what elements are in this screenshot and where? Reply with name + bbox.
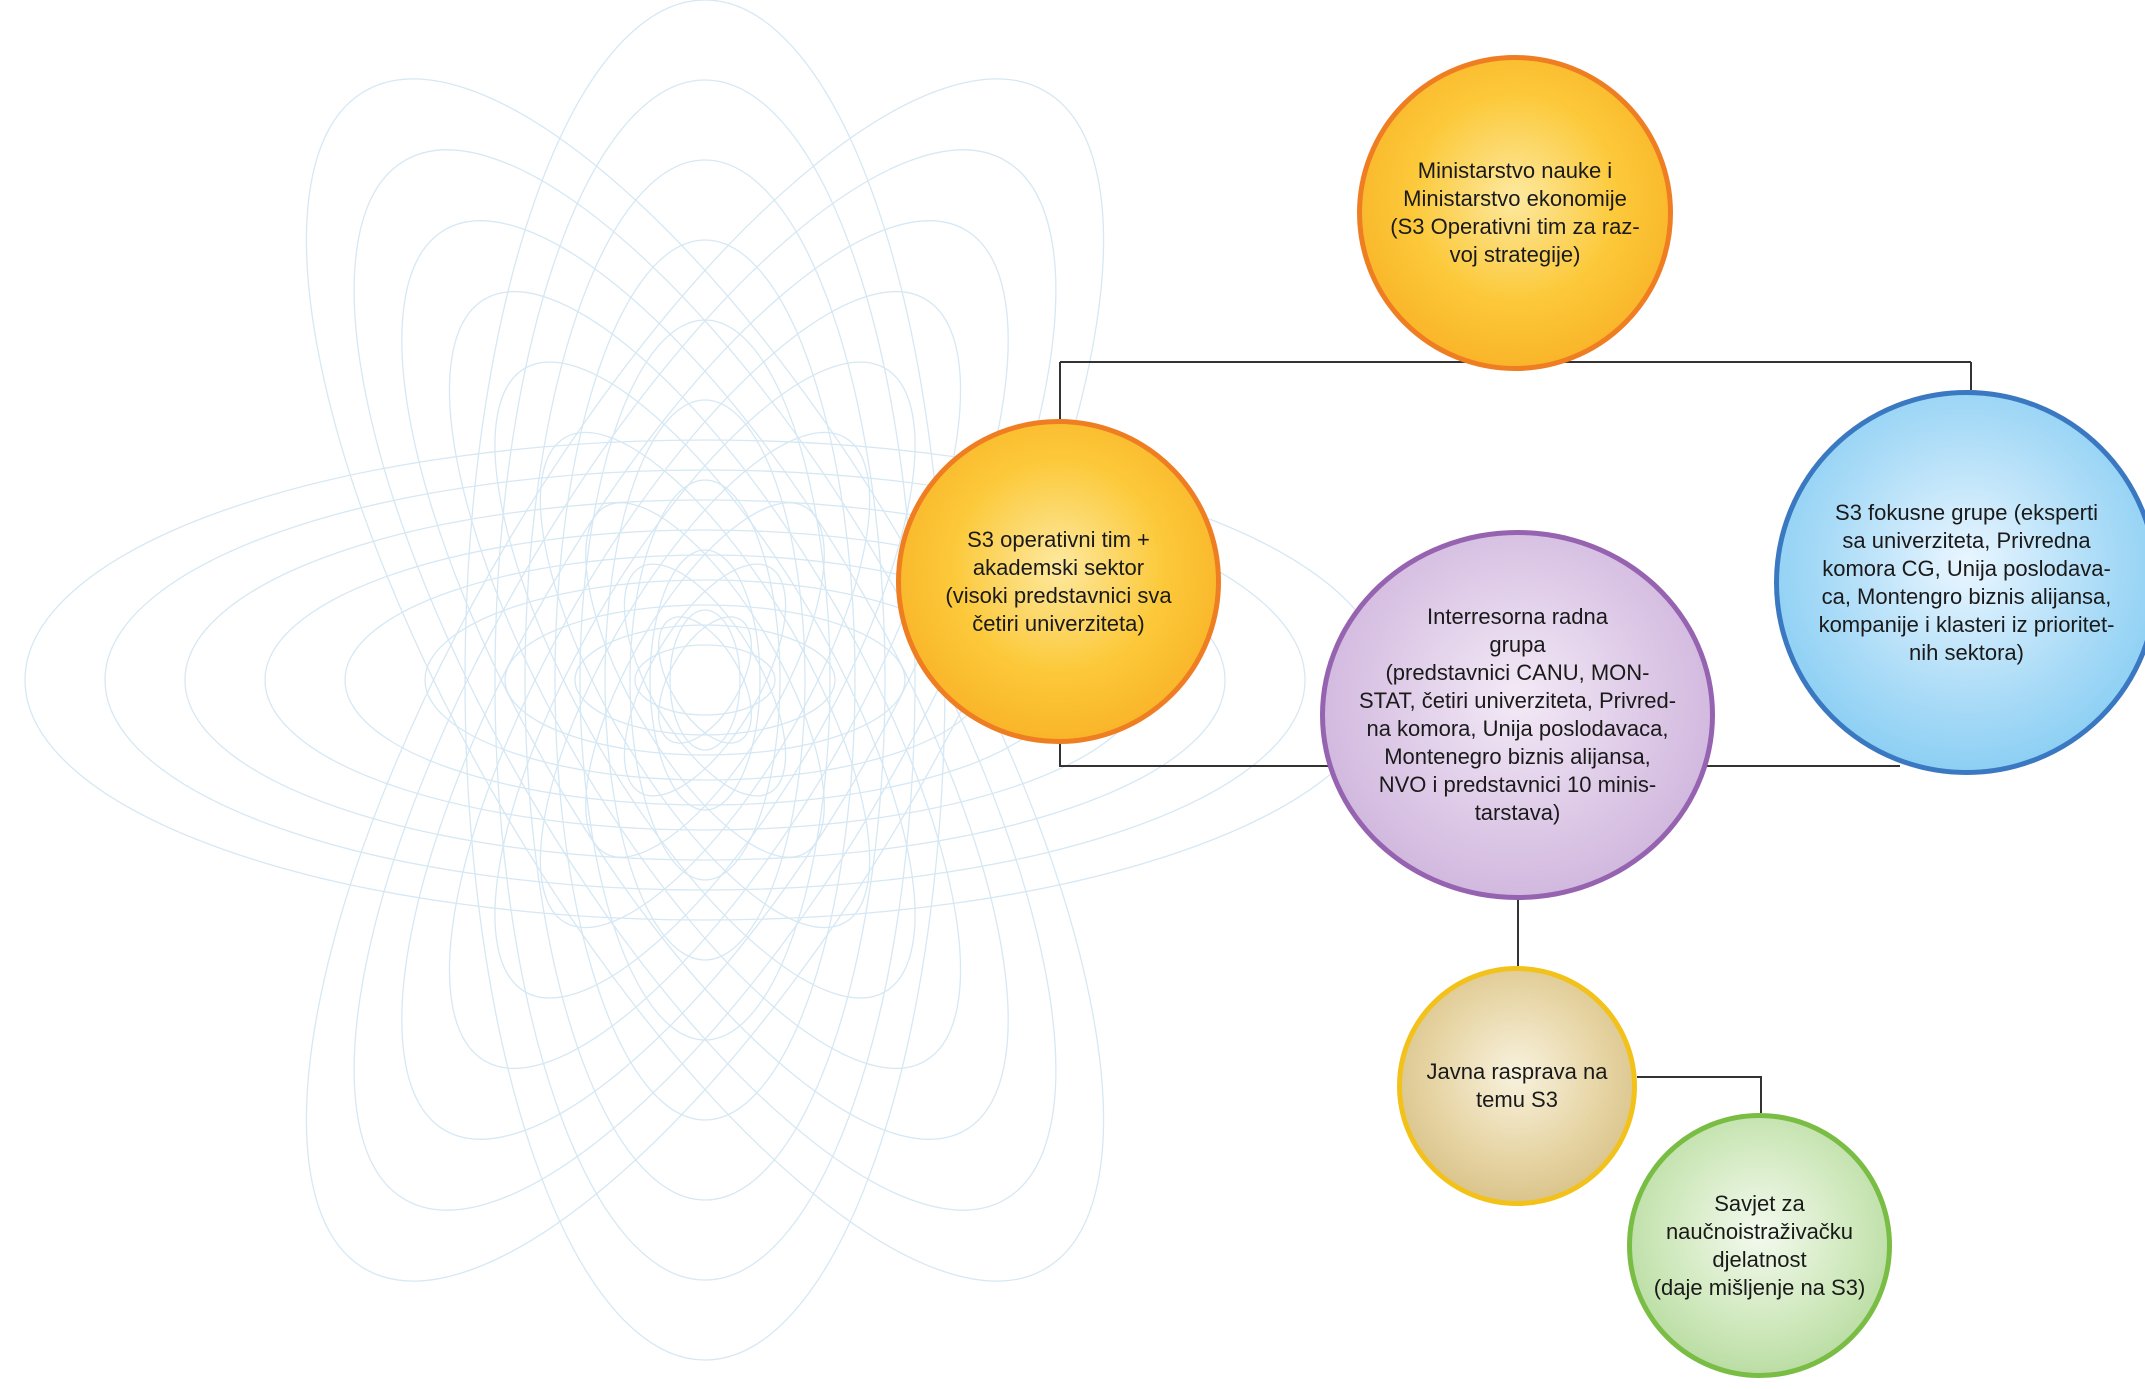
background-ellipse bbox=[448, 290, 962, 1070]
background-ellipse bbox=[585, 502, 825, 858]
background-ellipse bbox=[401, 220, 1009, 1140]
background-ellipse bbox=[623, 563, 787, 797]
background-ellipse bbox=[554, 239, 856, 1121]
background-ellipse bbox=[184, 499, 1226, 861]
node-ministarstvo-label: Ministarstvo nauke i Ministarstvo ekonom… bbox=[1390, 158, 1640, 267]
background-ellipse bbox=[658, 616, 752, 744]
background-ellipse bbox=[448, 290, 962, 1070]
node-savjet-label: Savjet za naučnoistraživačku djelatnost … bbox=[1653, 1190, 1866, 1300]
background-ellipse bbox=[353, 149, 1057, 1211]
background-ellipse bbox=[353, 149, 1057, 1211]
node-s3-fokusne-grupe: S3 fokusne grupe (eksperti sa univerzite… bbox=[1774, 390, 2145, 775]
background-ellipse bbox=[649, 549, 761, 811]
node-javna-rasprava-label: Javna rasprava na temu S3 bbox=[1426, 1059, 1608, 1112]
background-ellipse bbox=[629, 479, 781, 881]
node-interresorna-radna-grupa-label: Interresorna radna grupa (predstavnici C… bbox=[1358, 604, 1677, 825]
background-ellipse bbox=[604, 399, 806, 961]
node-s3-fokusne-grupe-label: S3 fokusne grupe (eksperti sa univerzite… bbox=[1818, 499, 2115, 665]
background-ellipse bbox=[658, 616, 752, 744]
node-interresorna-radna-grupa: Interresorna radna grupa (predstavnici C… bbox=[1320, 530, 1715, 900]
node-javna-rasprava: Javna rasprava na temu S3 bbox=[1397, 966, 1637, 1206]
connector-javna-to-savjet bbox=[1637, 1076, 1762, 1113]
node-s3-operativni-tim: S3 operativni tim + akademski sektor (vi… bbox=[896, 419, 1221, 744]
background-ellipse bbox=[524, 159, 886, 1201]
background-ellipse bbox=[623, 563, 787, 797]
background-ellipse bbox=[585, 502, 825, 858]
background-ellipse bbox=[504, 604, 906, 756]
background-ellipse bbox=[634, 644, 776, 716]
background-ellipse bbox=[539, 431, 871, 929]
background-ellipse bbox=[401, 220, 1009, 1140]
background-ellipse bbox=[494, 79, 916, 1281]
background-ellipse bbox=[305, 78, 1105, 1282]
background-ellipse bbox=[539, 431, 871, 929]
background-ellipse bbox=[579, 319, 831, 1041]
node-savjet: Savjet za naučnoistraživačku djelatnost … bbox=[1627, 1113, 1892, 1378]
background-ellipse bbox=[669, 609, 741, 751]
background-ellipse bbox=[574, 624, 836, 736]
background-ellipse bbox=[104, 469, 1306, 891]
node-ministarstvo: Ministarstvo nauke i Ministarstvo ekonom… bbox=[1357, 55, 1673, 371]
node-s3-operativni-tim-label: S3 operativni tim + akademski sektor (vi… bbox=[945, 526, 1172, 636]
